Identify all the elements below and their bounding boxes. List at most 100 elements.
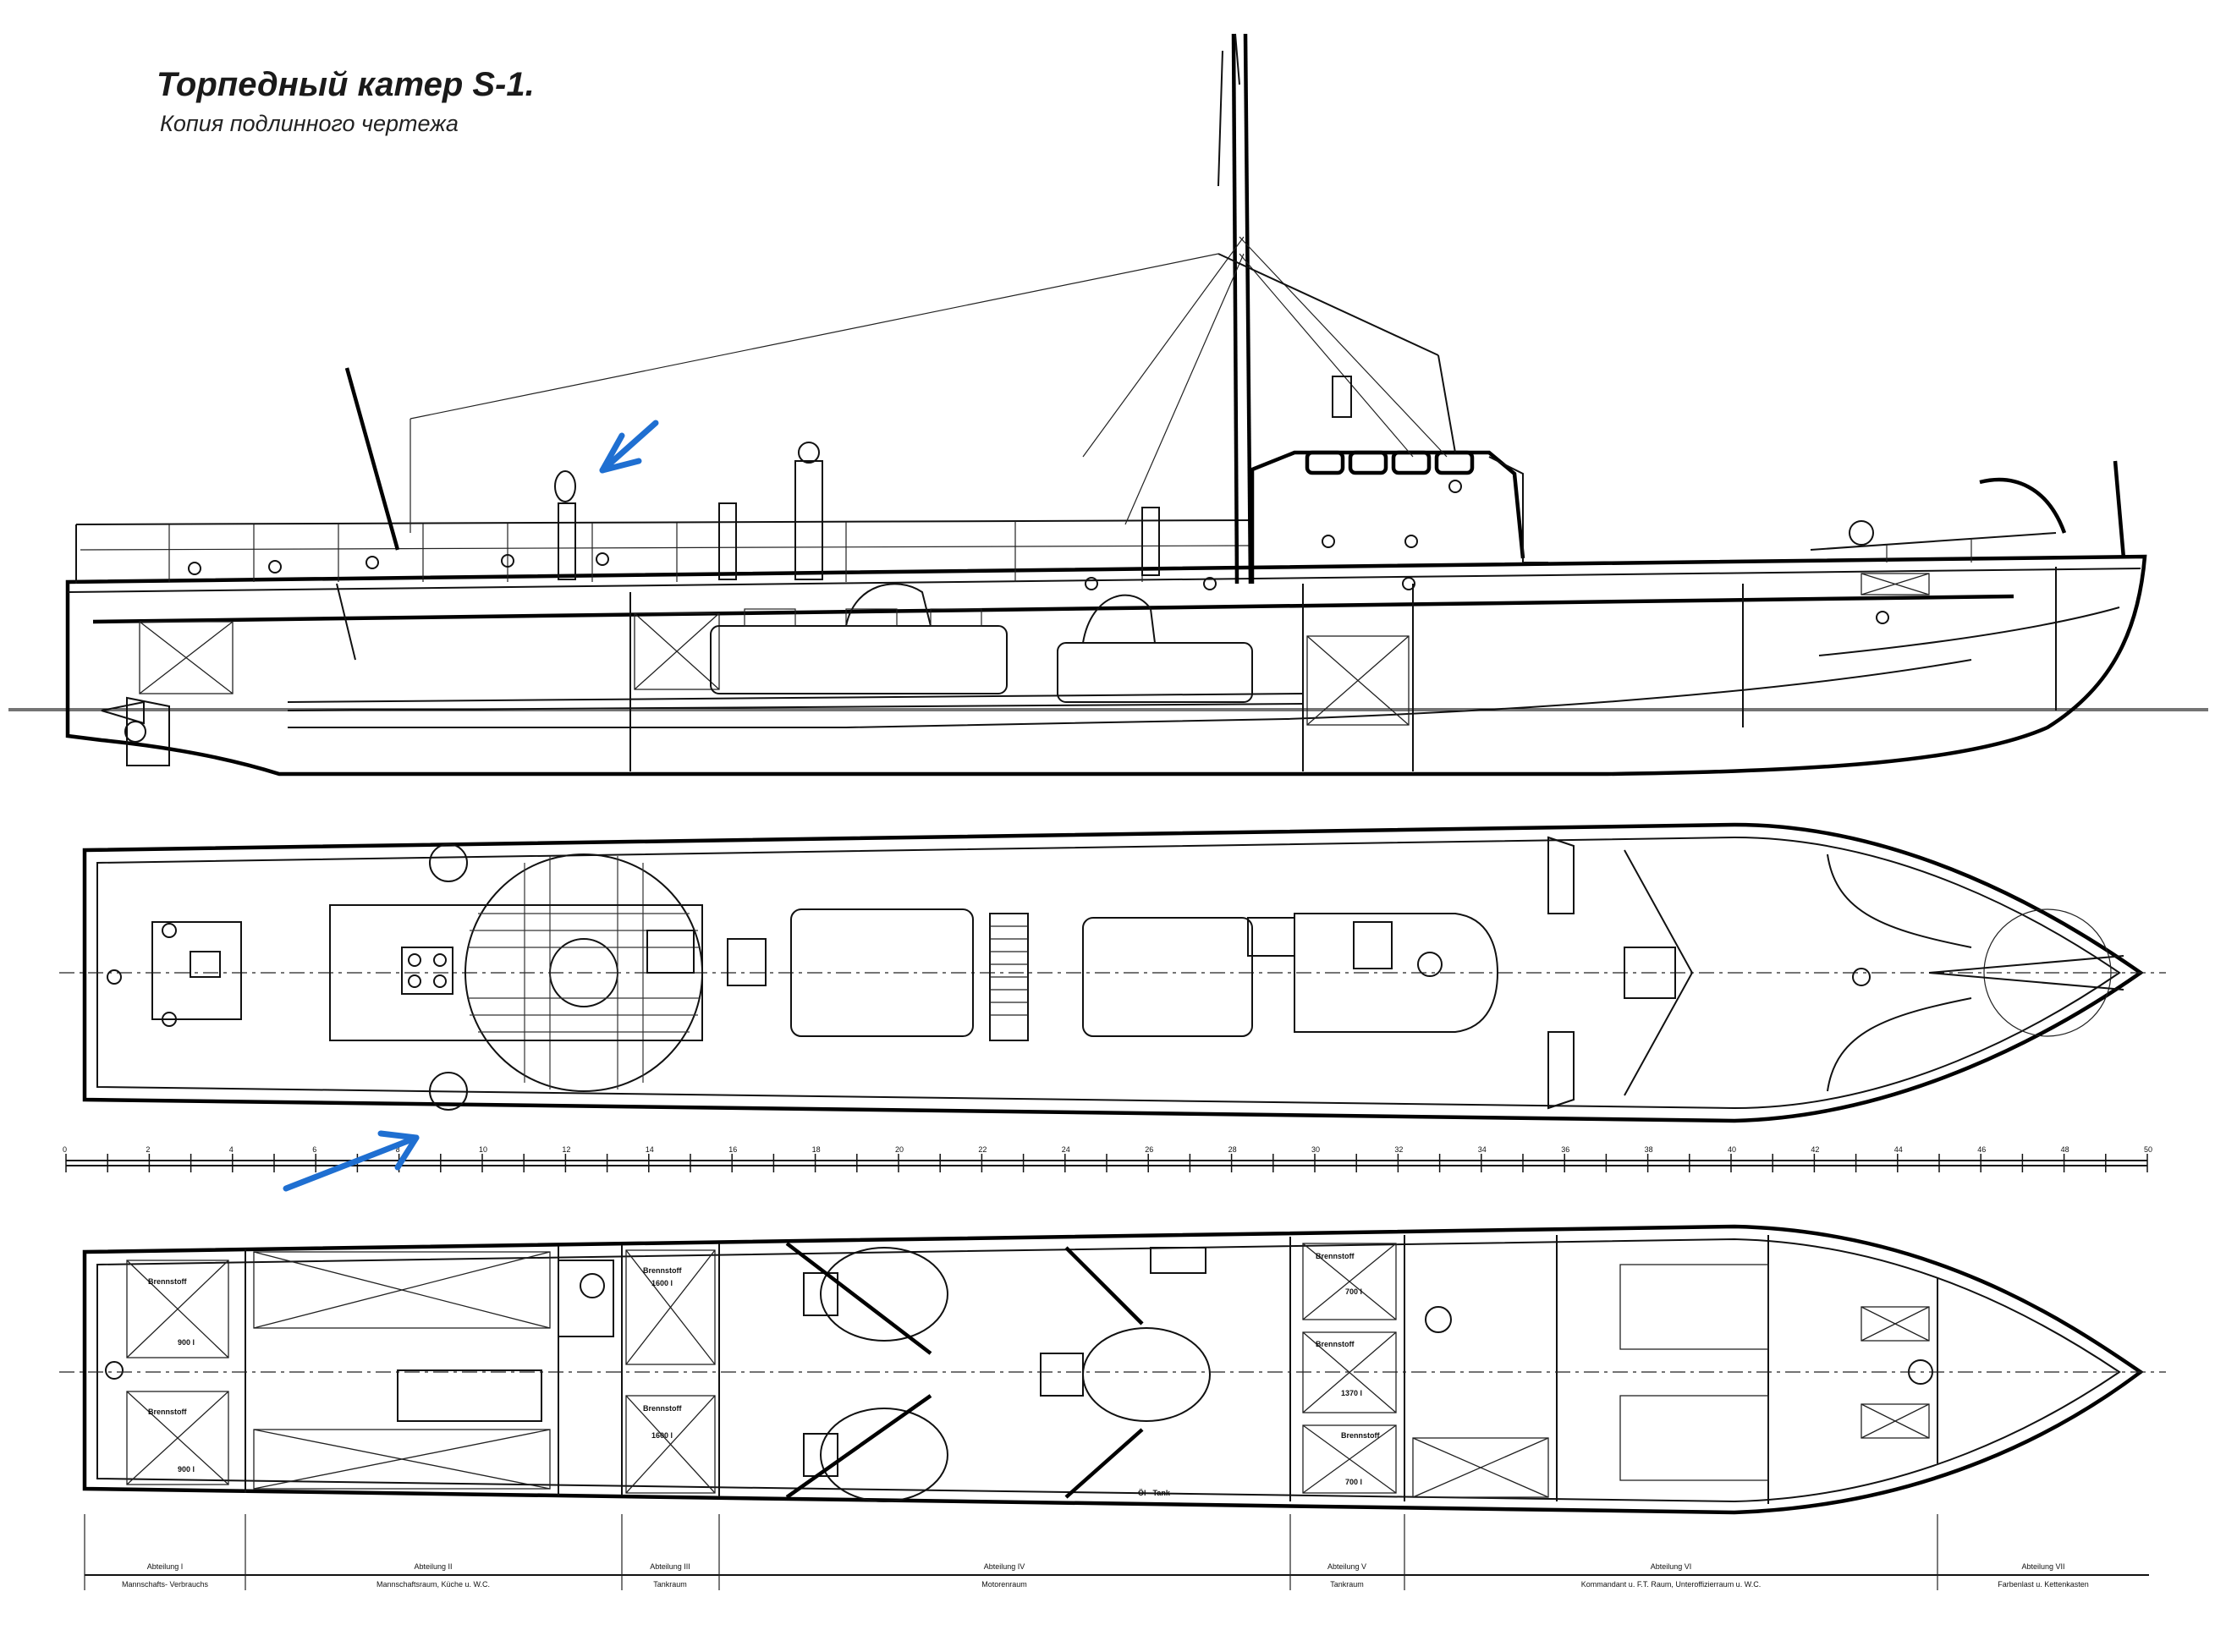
bridge-screen: [1488, 456, 1548, 563]
hull-outline: [65, 554, 2147, 777]
tank-volume: 700 l: [1345, 1478, 1362, 1486]
scale-tick-label: 34: [1478, 1145, 1487, 1154]
interior-inner-edge: [96, 1238, 2121, 1503]
compartment-desc: Mannschafts- Verbrauchs: [122, 1580, 209, 1589]
scale-tick-label: 46: [1977, 1145, 1986, 1154]
oil-tank-label: Öl - Tank: [1138, 1489, 1171, 1497]
aft-mast: [344, 367, 400, 551]
deck-plan-view: [59, 822, 2166, 1123]
title-block: Торпедный катер S-1. Копия подлинного че…: [157, 66, 535, 137]
compass-icon: [1425, 1306, 1452, 1333]
tank-volume: 700 l: [1345, 1287, 1362, 1296]
rudder-icon: [126, 696, 170, 766]
scale-tick-label: 12: [562, 1145, 570, 1154]
scale-tick-label: 36: [1561, 1145, 1569, 1154]
scale-tick-label: 28: [1228, 1145, 1237, 1154]
compartment-name: Abteilung III: [650, 1562, 690, 1571]
tank-volume: 1370 l: [1341, 1389, 1362, 1397]
compartment-desc: Mannschaftsraum, Küche u. W.C.: [376, 1580, 490, 1589]
grating-pattern: [467, 856, 701, 1089]
scale-tick-label: 44: [1894, 1145, 1903, 1154]
arrow-mast-fitting: [599, 420, 659, 474]
scale-tick-label: 40: [1728, 1145, 1736, 1154]
tank-label: Brennstoff: [643, 1266, 682, 1275]
engine-skylights: [790, 908, 1253, 1041]
compartment-name: Abteilung V: [1327, 1562, 1366, 1571]
tank-label: Brennstoff: [643, 1404, 682, 1413]
porthole-icon: [1448, 480, 1462, 493]
scale-tick-label: 10: [479, 1145, 487, 1154]
scale-tick-label: 18: [812, 1145, 821, 1154]
bow-fittings: [1547, 836, 2124, 1110]
compartment-desc: Tankraum: [653, 1580, 687, 1589]
compartment-desc: Motorenraum: [981, 1580, 1027, 1589]
side-profile-view: [8, 33, 2208, 777]
tank-label: Brennstoff: [1316, 1340, 1355, 1348]
porthole-icon: [1404, 535, 1418, 548]
bow-wave-line: [1818, 606, 2120, 656]
scale-tick-label: 14: [646, 1145, 654, 1154]
wheelhouse-outline: [1250, 450, 1525, 584]
deck-outline: [82, 822, 2144, 1123]
scale-tick-label: 22: [978, 1145, 987, 1154]
interior-plan-view: [59, 1224, 2166, 1515]
scale-tick-label: 30: [1311, 1145, 1320, 1154]
aft-gun-platform: [329, 904, 703, 1041]
scale-tick-label: 32: [1394, 1145, 1403, 1154]
scale-tick-label: 8: [396, 1145, 400, 1154]
tank-label: Brennstoff: [1341, 1431, 1380, 1440]
tank-volume: 1600 l: [651, 1279, 673, 1287]
deck-fittings: [107, 923, 767, 1027]
crew-bunks: [253, 1251, 1930, 1498]
compartment-desc: Farbenlast u. Kettenkasten: [1998, 1580, 2089, 1589]
tank-label: Brennstoff: [1316, 1252, 1355, 1260]
aft-hatch: [151, 921, 242, 1020]
wheelhouse-roof: [1294, 913, 1499, 1033]
propeller-icon: [101, 700, 145, 725]
tank-volume: 900 l: [178, 1338, 195, 1347]
jackstaff: [2113, 460, 2126, 559]
sheer-line: [67, 568, 2141, 593]
drawing-subtitle: Копия подлинного чертежа: [160, 111, 459, 136]
deck-hatch-icon: [429, 843, 468, 882]
winch-icon: [1849, 520, 1874, 546]
shaft-line: [287, 703, 1304, 711]
compartment-name: Abteilung I: [147, 1562, 184, 1571]
compartment-desc: Tankraum: [1330, 1580, 1364, 1589]
deck-inner-edge: [96, 836, 2121, 1110]
compartment-desc: Kommandant u. F.T. Raum, Unteroffizierra…: [1581, 1580, 1761, 1589]
ladder: [336, 583, 356, 661]
stern-fitting-icon: [105, 1361, 124, 1380]
tank-labels: Brennstoff 900 l Brennstoff 900 l Brenns…: [148, 1252, 1380, 1497]
scale-tick-label: 42: [1811, 1145, 1819, 1154]
compartment-name: Abteilung VII: [2021, 1562, 2064, 1571]
compartment-name: Abteilung VI: [1651, 1562, 1692, 1571]
shaft-line: [287, 693, 1304, 703]
ventilators: [554, 442, 1160, 580]
porthole-icon: [1322, 535, 1335, 548]
scale-tick-label: 2: [146, 1145, 150, 1154]
tank-volume: 1600 l: [651, 1431, 673, 1440]
hull-tank-markers: [139, 573, 1930, 726]
propeller-hub-icon: [124, 721, 146, 743]
keel-line: [288, 659, 1972, 728]
scale-tick-label: 20: [895, 1145, 904, 1154]
scale-tick-label: 16: [728, 1145, 737, 1154]
scale-tick-label: 50: [2144, 1145, 2152, 1154]
scale-tick-label: 0: [63, 1145, 67, 1154]
deck-hatch-icon: [429, 1072, 468, 1111]
interior-hull-outline: [82, 1224, 2144, 1515]
scale-tick-label: 48: [2061, 1145, 2069, 1154]
scale-tick-label: 26: [1145, 1145, 1153, 1154]
searchlight-icon: [1332, 376, 1352, 418]
drawing-title: Торпедный катер S-1.: [157, 66, 535, 103]
deck-railing: [75, 519, 2057, 584]
tank-label: Brennstoff: [148, 1408, 187, 1416]
galley-tiles: [558, 1260, 614, 1337]
engine-profile: [710, 583, 1253, 703]
scale-tick-label: 4: [229, 1145, 234, 1154]
rubbing-strake: [92, 594, 2014, 624]
scale-tick-label: 24: [1062, 1145, 1070, 1154]
